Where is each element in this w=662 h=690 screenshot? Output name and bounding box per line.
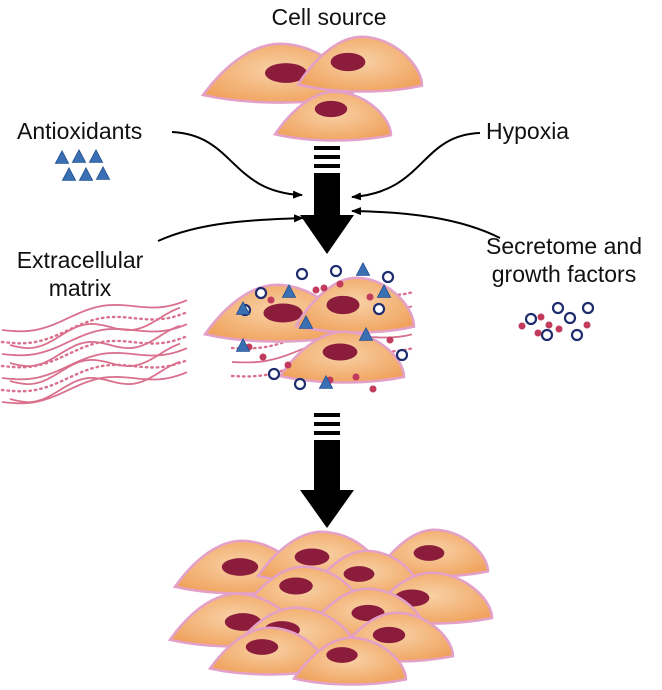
matrix-fiber [0,335,189,369]
antioxidant-triangle [95,165,111,180]
antioxidant-triangle [235,337,251,352]
secretome-ring [267,367,281,381]
secretome-ring [395,348,409,362]
matrix-fiber [9,306,181,350]
antioxidant-triangle [88,148,104,163]
antioxidants-label: Antioxidants [17,118,143,144]
growth-factor-dot [537,313,545,321]
antioxidant-triangle [78,166,94,181]
cell-nucleus [326,647,358,663]
antioxidant-triangle [318,374,334,389]
antioxidant-triangle [358,326,374,341]
cell-nucleus [372,626,406,644]
antioxidant-triangle [54,149,70,164]
cell-nucleus [294,548,330,566]
matrix-fiber [9,324,181,368]
secretome-ring [563,311,577,325]
ecm-label-line1: Extracellular [16,247,144,273]
secretome-ring [381,270,395,284]
secretome-label-line2: growth factors [491,261,637,287]
growth-factor-dot [555,325,563,333]
growth-factor-dot [284,361,292,369]
ecm-label-line2: matrix [48,275,112,301]
matrix-fiber [1,299,188,333]
hypoxia-arrow [351,132,481,201]
hypoxia-label: Hypoxia [486,118,570,144]
growth-factor-dot [583,321,591,329]
antioxidant-triangle [235,300,251,315]
secretome-ring [540,328,554,342]
growth-factor-dot [534,329,542,337]
secretome-ring [581,301,595,315]
cell-nucleus [245,639,279,655]
matrix-fiber [1,371,188,405]
extracellular-matrix-icon [0,299,189,405]
growth-factor-dot [386,336,394,344]
cell-nucleus [279,577,313,595]
expanded-cell-layer [167,528,494,686]
cell [291,636,408,686]
secretome-ring [372,302,386,316]
antioxidant-triangle [298,314,314,329]
secretome-ring [570,328,584,342]
matrix-fiber [0,359,189,393]
growth-factor-dot [267,296,275,304]
cell-nucleus [224,613,262,631]
antioxidant-triangle [61,166,77,181]
matrix-fiber [9,342,181,386]
cell-nucleus [265,63,307,83]
cell [295,35,424,93]
secretome-ring [551,301,565,315]
matrix-fiber [1,323,188,357]
growth-factor-dot [369,385,377,393]
growth-factor-dot [352,373,360,381]
middle-particles [235,261,409,393]
cell-nucleus [322,343,358,361]
secretome-ring [254,286,268,300]
secretome-label-line1: Secretome and [486,233,642,259]
cell-nucleus [263,303,303,323]
matrix-fiber [1,347,188,381]
secretome-ring [524,312,538,326]
secretome-ring [329,264,343,278]
antioxidant-triangle [376,283,392,298]
cell-nucleus [330,52,366,72]
ecm-arrow [157,214,304,242]
antioxidants-arrow [171,131,303,199]
matrix-fiber [0,311,189,345]
cell-nucleus [326,295,360,315]
growth-factor-dot [259,353,267,361]
cell-source-label: Cell source [271,4,387,30]
growth-factor-dot [320,284,328,292]
antioxidant-icon [54,148,111,181]
growth-factor-dot [336,280,344,288]
input-arrows [157,131,501,242]
cell-source-cluster [200,35,424,142]
growth-factor-dot [366,293,374,301]
cell-nucleus [314,100,348,118]
cell-nucleus [343,566,375,582]
down-arrow-1 [300,146,354,254]
cell [294,276,416,334]
cell [277,330,406,384]
cell [272,90,393,142]
growth-factor-dot [312,286,320,294]
matrix-fiber [9,360,181,404]
secretome-arrow [351,207,501,239]
growth-factor-dot [518,322,526,330]
secretome-ring [293,377,307,391]
antioxidant-triangle [355,261,371,276]
secretome-ring [295,267,309,281]
secretome-icon [518,301,595,342]
cell-nucleus [221,558,259,576]
down-arrow-2 [300,413,354,528]
antioxidant-triangle [281,283,297,298]
cell [207,626,328,676]
growth-factor-dot [545,321,553,329]
cell-nucleus [413,545,445,561]
antioxidant-triangle [71,148,87,163]
